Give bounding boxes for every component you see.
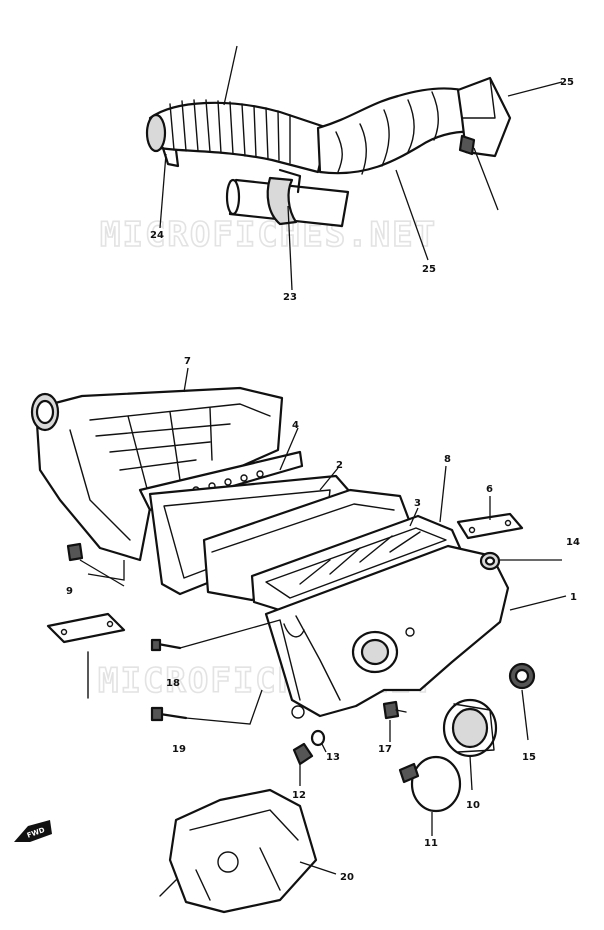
callout-9: 9 [66, 586, 73, 597]
callout-6: 6 [486, 484, 493, 495]
part-12-plug [292, 742, 314, 766]
callout-17: 18 [166, 678, 180, 689]
part-13-cap [310, 729, 326, 747]
callout-13: 13 [326, 752, 340, 763]
intake-hose-assembly: 25 24 25 23 [145, 45, 574, 303]
callout-1: 1 [570, 592, 577, 603]
callout-23: 25 [422, 264, 436, 275]
part-10-joint [442, 698, 498, 758]
part-21-corrugated-hose [145, 99, 330, 174]
part-22-tube-and-clamp [225, 168, 350, 228]
callout-22: 23 [283, 292, 297, 303]
part-19-cover [159, 788, 318, 914]
part-11-hose-clamp [398, 755, 462, 813]
front-direction-arrow: FWD [14, 820, 52, 842]
callout-14: 14 [566, 537, 580, 548]
part-23-intake-duct [316, 87, 484, 175]
part-18-bolt [150, 706, 188, 722]
callout-20: 24 [150, 230, 164, 241]
watermark-top: MICROFICHES.NET [100, 215, 437, 255]
part-9-bolt [66, 542, 84, 562]
part-1-lower-case [264, 544, 510, 719]
callout-11: 11 [424, 838, 438, 849]
part-15-grommet [508, 662, 536, 690]
callout-4: 4 [292, 420, 299, 431]
part-24-clamp [458, 134, 476, 156]
callout-10: 10 [466, 800, 480, 811]
callout-7: 7 [184, 356, 191, 367]
part-bracket-left [46, 612, 126, 699]
callout-2: 2 [336, 460, 343, 471]
leader-lines [79, 367, 567, 875]
callout-19: 20 [340, 872, 354, 883]
callouts-lower: 7 4 2 8 3 6 14 1 9 18 19 17 13 12 15 10 … [66, 356, 580, 883]
part-6-bracket [456, 512, 524, 540]
callout-8: 8 [444, 454, 451, 465]
callout-18: 19 [172, 744, 186, 755]
callout-25: 25 [560, 77, 574, 88]
part-14-grommet [479, 551, 501, 571]
callout-12: 12 [292, 790, 306, 801]
part-17-bolt [150, 638, 182, 652]
part-25-end-cap [456, 76, 512, 158]
air-cleaner-box-assembly: 7 4 2 8 3 6 14 1 9 18 19 17 13 12 15 10 … [14, 356, 580, 914]
callout-15: 15 [522, 752, 536, 763]
part-16-screw [382, 700, 407, 720]
callouts-top: 25 24 25 23 [150, 45, 574, 303]
callout-3: 3 [414, 498, 421, 509]
callout-16: 17 [378, 744, 392, 755]
